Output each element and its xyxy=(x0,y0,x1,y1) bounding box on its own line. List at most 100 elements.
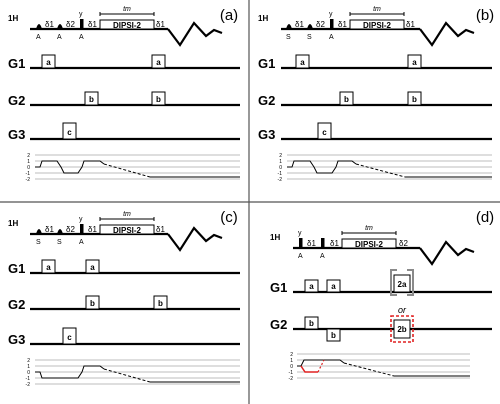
panel-d: (d) 1H y A A δ1 δ1 DIPSI-2 tm δ2 G1 a a … xyxy=(270,209,494,382)
gradient-label: a xyxy=(46,58,51,67)
hard-pulse xyxy=(80,224,84,234)
g3-label: G3 xyxy=(258,127,275,142)
gradient-label: b xyxy=(158,299,163,308)
gradient-pulse-2b xyxy=(393,319,411,339)
tm-label: tm xyxy=(123,211,131,218)
coherence-path xyxy=(297,359,345,367)
g2-label: G2 xyxy=(8,297,25,312)
level-tick: -2 xyxy=(289,376,294,382)
level-tick: -1 xyxy=(26,171,31,177)
shaped-pulse xyxy=(36,229,42,234)
gradient-pulse xyxy=(62,327,77,345)
level-tick: 2 xyxy=(27,358,30,364)
gradient-label: c xyxy=(67,128,72,137)
panel-label: (a) xyxy=(220,7,238,24)
gradient-pulse-negative xyxy=(326,328,341,342)
delay-label: δ2 xyxy=(66,20,75,29)
gradient-pulse xyxy=(153,295,168,310)
proton-label-text: 1H xyxy=(258,14,268,23)
pulse-label: S xyxy=(57,239,62,246)
pulse-label: S xyxy=(36,239,41,246)
pulse-label: A xyxy=(79,34,84,41)
red-highlight-box xyxy=(390,315,414,343)
gradient-label: c xyxy=(67,333,72,342)
gray-bracket xyxy=(390,269,414,296)
coherence-path-red xyxy=(300,365,318,373)
gradient-label: b xyxy=(331,331,336,340)
g2-label: G2 xyxy=(258,93,275,108)
gradient-label: 2a xyxy=(398,280,407,289)
phase-label: y xyxy=(79,11,83,18)
gradient-label: b xyxy=(412,95,417,104)
delay-label: δ1 xyxy=(88,225,97,234)
gradient-label: b xyxy=(156,95,161,104)
mixing-label: DIPSI-2 xyxy=(113,21,142,30)
coherence-dashed xyxy=(103,368,151,383)
level-tick: 2 xyxy=(290,352,293,358)
phase-label: y xyxy=(298,230,302,237)
proton-channel-label: 1H xyxy=(8,219,18,228)
gradient-pulse xyxy=(62,122,77,140)
delay-label: δ1 xyxy=(338,20,347,29)
g3-label: G3 xyxy=(8,332,25,347)
panel-label: (d) xyxy=(476,209,494,226)
mixing-label: DIPSI-2 xyxy=(113,226,142,235)
gradient-pulse xyxy=(85,259,100,274)
phase-label: y xyxy=(329,11,333,18)
gradient-label: a xyxy=(156,58,161,67)
shaped-pulse xyxy=(57,229,63,234)
mixing-label: DIPSI-2 xyxy=(363,21,392,30)
panel-label: (b) xyxy=(476,7,494,24)
panel-label: (c) xyxy=(220,209,238,226)
fid-signal xyxy=(167,21,223,47)
level-tick: 0 xyxy=(27,165,30,171)
level-tick: -1 xyxy=(289,370,294,376)
or-label: or xyxy=(398,305,407,315)
level-tick: -2 xyxy=(26,177,31,183)
pulse-label: A xyxy=(329,34,334,41)
delay-label: δ1 xyxy=(307,239,316,248)
proton-label-text: 1H xyxy=(8,219,18,228)
dipsi-block xyxy=(349,19,405,30)
tm-label: tm xyxy=(373,6,381,13)
g1-label: G1 xyxy=(8,56,25,71)
gradient-label: c xyxy=(322,128,327,137)
gradient-label: a xyxy=(412,58,417,67)
proton-channel-label: 1H xyxy=(258,14,268,23)
pulse-label: S xyxy=(307,34,312,41)
pulse-label: A xyxy=(298,253,303,260)
hard-pulse xyxy=(330,19,334,29)
coherence-path xyxy=(287,160,357,174)
proton-label-text: 1H xyxy=(8,14,18,23)
coherence-diagram: 2 1 0 -1 -2 xyxy=(26,153,240,183)
gradient-pulse xyxy=(339,91,354,106)
level-tick: 0 xyxy=(279,165,282,171)
gradient-label: 2b xyxy=(397,325,406,334)
proton-label-text: 1H xyxy=(270,233,280,242)
delay-label: δ2 xyxy=(316,20,325,29)
mixing-label: DIPSI-2 xyxy=(355,240,384,249)
coherence-dashed xyxy=(355,163,406,178)
gradient-label: a xyxy=(331,282,336,291)
gradient-label: a xyxy=(309,282,314,291)
gradient-pulse xyxy=(84,91,99,106)
gradient-pulse xyxy=(295,54,310,69)
shaped-pulse xyxy=(57,24,63,29)
delay-label: δ1 xyxy=(156,20,165,29)
gradient-label: a xyxy=(90,263,95,272)
delay-label: δ1 xyxy=(88,20,97,29)
coherence-path xyxy=(35,160,105,174)
level-tick: 0 xyxy=(290,364,293,370)
g2-label: G2 xyxy=(8,93,25,108)
pulse-label: A xyxy=(57,34,62,41)
gradient-pulse xyxy=(151,54,166,69)
level-tick: -1 xyxy=(278,171,283,177)
level-tick: 1 xyxy=(27,364,30,370)
pulse-label: A xyxy=(36,34,41,41)
gradient-pulse xyxy=(304,279,319,293)
gradient-pulse xyxy=(317,122,332,140)
gradient-pulse xyxy=(304,316,319,330)
level-tick: 0 xyxy=(27,370,30,376)
level-tick: 1 xyxy=(27,159,30,165)
